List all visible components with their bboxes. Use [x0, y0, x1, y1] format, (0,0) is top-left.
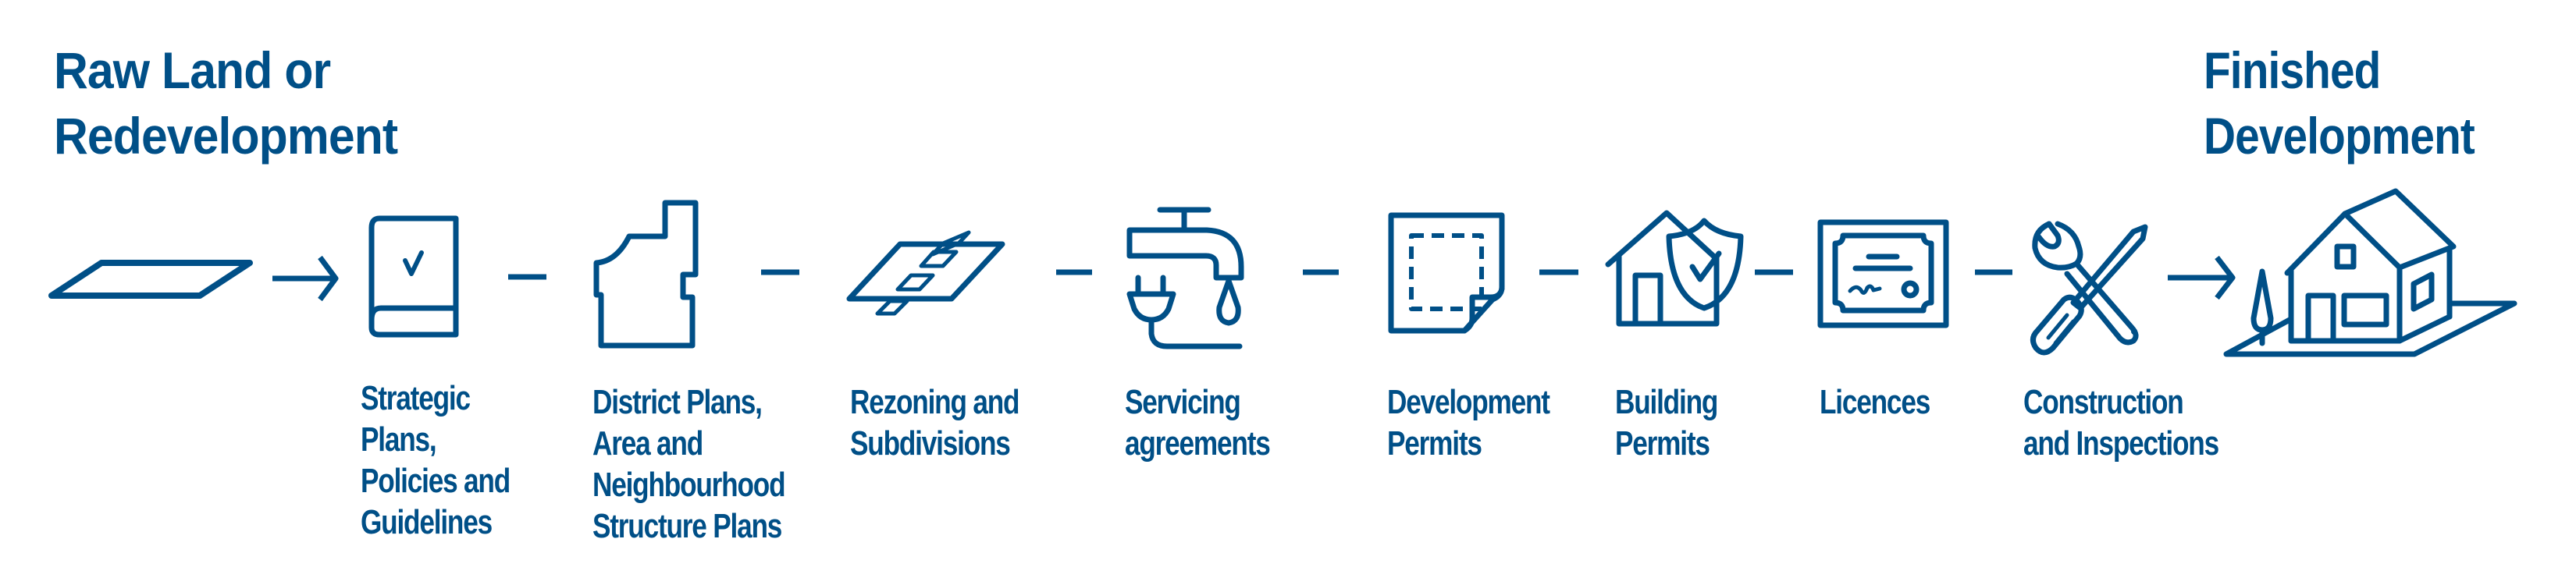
label-line: and Inspections [2023, 424, 2219, 463]
zoning-parcel-icon [846, 230, 1005, 316]
label-line: Rezoning and [850, 383, 1020, 421]
step-label-building-permits: Building Permits [1615, 381, 1718, 464]
arrow-right-icon [272, 255, 339, 302]
land-parcel-icon [48, 260, 253, 299]
step-label-strategic-plans: Strategic Plans, Policies and Guidelines [361, 378, 511, 543]
start-title-line-1: Raw Land or [54, 41, 331, 99]
label-line: Building [1615, 383, 1718, 421]
label-line: Guidelines [361, 503, 493, 541]
step-label-servicing: Servicing agreements [1125, 381, 1271, 464]
book-check-icon [368, 215, 459, 338]
step-label-development-permits: Development Permits [1387, 381, 1550, 464]
label-line: Plans, [361, 420, 437, 459]
step-label-licences: Licences [1820, 381, 1930, 423]
label-line: Subdivisions [850, 424, 1011, 463]
tap-plug-icon [1126, 207, 1244, 349]
step-label-district-plans: District Plans, Area and Neighbourhood S… [592, 381, 786, 547]
start-title-line-2: Redevelopment [54, 107, 398, 165]
label-line: agreements [1125, 424, 1271, 463]
step-label-construction: Construction and Inspections [2023, 381, 2219, 464]
step-label-rezoning: Rezoning and Subdivisions [850, 381, 1020, 464]
label-line: Structure Plans [592, 507, 782, 545]
start-title: Raw Land or Redevelopment [54, 37, 398, 168]
label-line: Servicing [1125, 383, 1241, 421]
label-line: Permits [1387, 424, 1482, 463]
district-map-icon [593, 200, 699, 349]
end-title-line-2: Development [2204, 107, 2475, 165]
label-line: Development [1387, 383, 1550, 421]
arrow-right-icon [2168, 255, 2236, 300]
label-line: Permits [1615, 424, 1710, 463]
end-title-line-1: Finished [2204, 41, 2381, 99]
certificate-icon [1817, 219, 1949, 328]
label-line: Area and [592, 424, 703, 463]
permit-document-icon [1388, 212, 1505, 334]
label-line: Policies and [361, 462, 511, 500]
label-line: Strategic [361, 379, 471, 417]
end-title: Finished Development [2204, 37, 2475, 168]
label-line: Licences [1820, 383, 1930, 421]
finished-house-icon [2223, 188, 2517, 357]
house-shield-icon [1605, 210, 1744, 327]
label-line: Neighbourhood [592, 466, 786, 504]
label-line: Construction [2023, 383, 2184, 421]
label-line: District Plans, [592, 383, 763, 421]
tools-icon [2030, 221, 2148, 356]
